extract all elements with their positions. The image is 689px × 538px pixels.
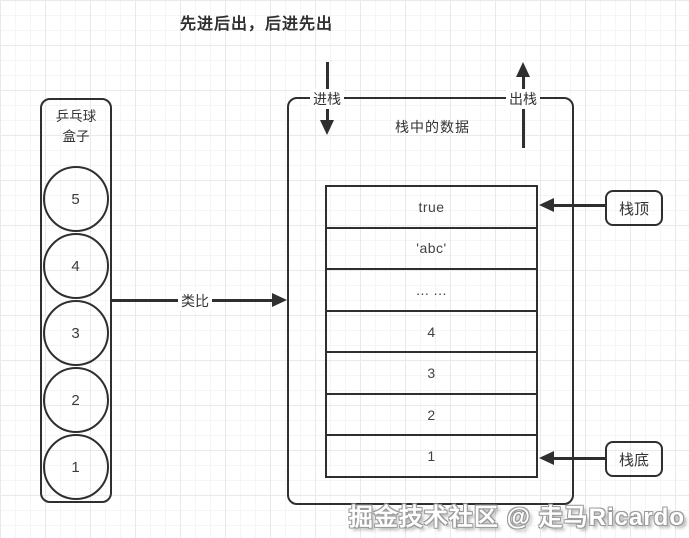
ball-3: 3 [42, 300, 109, 366]
stack-container-box [287, 97, 574, 505]
ball-4: 4 [42, 233, 109, 299]
watermark-text: 掘金技术社区 @ 走马Ricardo [348, 504, 685, 531]
stack-bottom-arrowhead-left-icon [539, 451, 554, 465]
diagram-title: 先进后出，后进先出 [180, 16, 334, 33]
stack-row: 1 [427, 448, 436, 465]
pop-arrow-line [522, 76, 525, 148]
pop-arrowhead-up-icon [516, 62, 530, 77]
analogy-arrow-label: 类比 [178, 291, 212, 311]
push-arrowhead-down-icon [320, 120, 334, 135]
analogy-arrowhead-right-icon [272, 293, 287, 307]
pingpong-box: 乒乓球 盒子 5 4 3 2 1 [40, 98, 112, 503]
pop-arrow-label: 出栈 [506, 89, 540, 109]
stack-top-arrowhead-left-icon [539, 198, 554, 212]
push-arrow-label: 进栈 [310, 89, 344, 109]
stack-container-title: 栈中的数据 [395, 119, 470, 135]
pingpong-box-label-line1: 乒乓球 [55, 109, 97, 124]
stack-bottom-arrow-line [552, 457, 605, 460]
stack-row: 3 [327, 353, 536, 395]
pingpong-box-label-line2: 盒子 [62, 129, 90, 145]
stack-row: ... ... [327, 270, 536, 312]
pingpong-box-label: 乒乓球 盒子 [42, 107, 110, 148]
ball-1: 1 [42, 434, 109, 500]
stack-row: 4 [327, 312, 536, 354]
stack-row: 'abc' [327, 229, 536, 271]
ball-5: 5 [42, 166, 109, 232]
stack-top-arrow-line [552, 204, 605, 207]
stack-table: true 'abc' ... ... 4 3 2 1 [325, 185, 538, 478]
stack-bottom-label-box: 栈底 [605, 441, 663, 477]
stack-top-label-box: 栈顶 [605, 190, 663, 226]
ball-2: 2 [42, 367, 109, 433]
stack-row: true [327, 187, 536, 229]
stack-row: 2 [327, 395, 536, 437]
